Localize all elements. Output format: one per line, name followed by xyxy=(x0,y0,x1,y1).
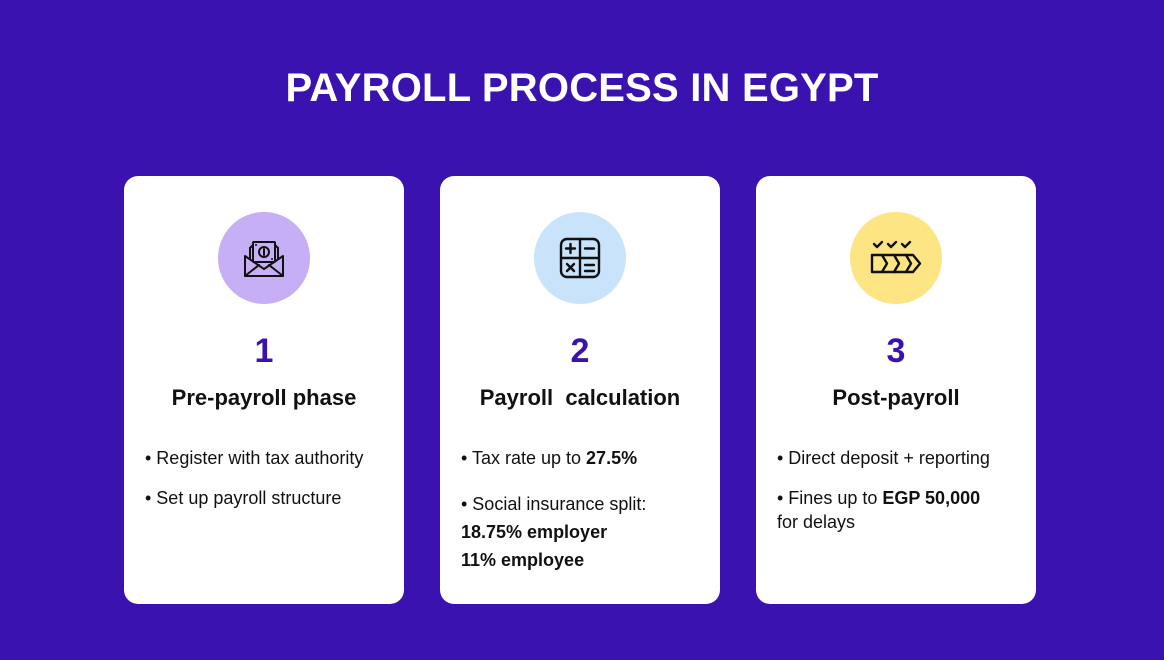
calculator-icon xyxy=(534,212,626,304)
step-heading: Pre-payroll phase xyxy=(171,385,357,410)
fine-amount: EGP 50,000 xyxy=(882,488,981,508)
bullet-text: • Tax rate up to xyxy=(461,448,587,468)
step-number: 3 xyxy=(886,332,906,370)
employee-share: 11% employee xyxy=(461,550,585,570)
step-heading: Payroll calculation xyxy=(479,385,681,410)
card-post-payroll: 3 Post-payroll • Direct deposit + report… xyxy=(756,176,1036,604)
bullet-text: • Social insurance split: xyxy=(461,494,647,514)
progress-checks-icon xyxy=(850,212,942,304)
step-number: 2 xyxy=(570,332,590,370)
step-bullets: • Direct deposit + reporting • Fines up … xyxy=(777,446,1027,550)
bullet-item: • Social insurance split: 18.75% employe… xyxy=(461,490,711,574)
tax-rate-value: 27.5% xyxy=(586,448,638,468)
bullet-text: • Fines up to xyxy=(777,488,883,508)
step-number: 1 xyxy=(254,332,274,370)
bullet-text-continued: for delays xyxy=(777,512,856,532)
bullet-item: • Set up payroll structure xyxy=(145,488,342,508)
card-payroll-calculation: 2 Payroll calculation • Tax rate up to 2… xyxy=(440,176,720,604)
step-bullets: • Tax rate up to 27.5% • Social insuranc… xyxy=(461,446,711,590)
card-pre-payroll: 1 Pre-payroll phase • Register with tax … xyxy=(124,176,404,604)
step-bullets: • Register with tax authority • Set up p… xyxy=(145,446,395,526)
money-envelope-icon xyxy=(218,212,310,304)
step-heading: Post-payroll xyxy=(832,385,960,410)
bullet-item: • Direct deposit + reporting xyxy=(777,448,990,468)
bullet-item: • Fines up to EGP 50,000 for delays xyxy=(777,486,1027,534)
bullet-item: • Tax rate up to 27.5% xyxy=(461,446,711,470)
page-title: PAYROLL PROCESS IN EGYPT xyxy=(285,66,879,110)
employer-share: 18.75% employer xyxy=(461,522,608,542)
bullet-item: • Register with tax authority xyxy=(145,448,364,468)
